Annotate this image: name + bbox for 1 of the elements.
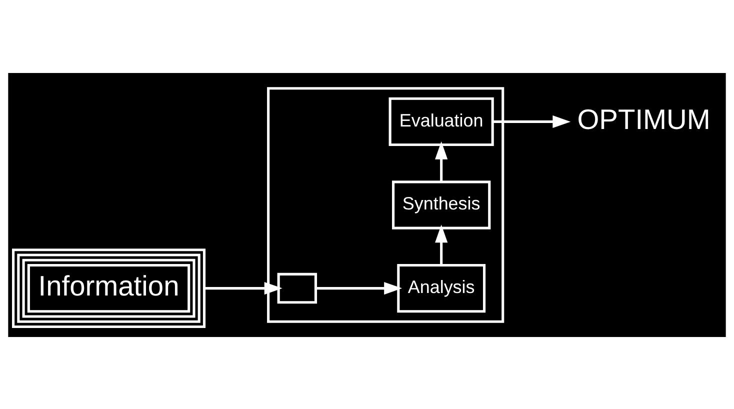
node-text: OPTIMUM xyxy=(577,102,710,134)
